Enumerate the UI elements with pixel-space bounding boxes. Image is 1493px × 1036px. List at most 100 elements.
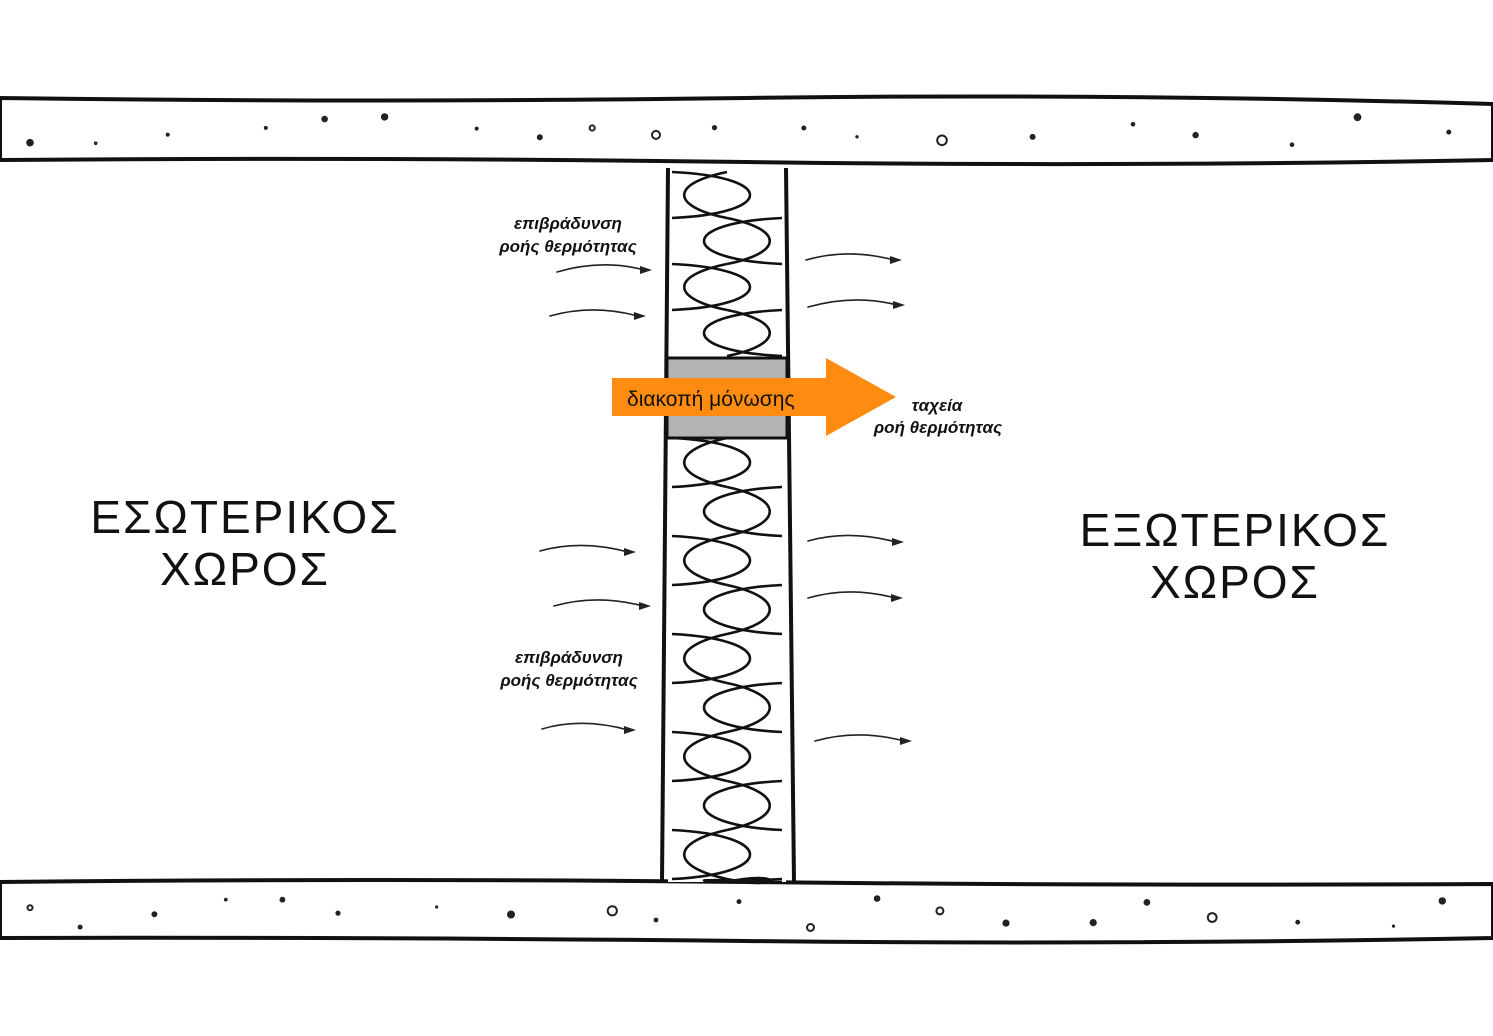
slow-flow-bottom-line1: επιβράδυνση — [515, 648, 623, 667]
heat-flow-arrow-icon — [539, 544, 629, 553]
aggregate-speck — [1029, 133, 1036, 140]
fast-flow-line1: ταχεία — [912, 396, 964, 415]
aggregate-speck — [474, 126, 479, 131]
heat-flow-arrow-icon — [814, 734, 905, 742]
aggregate-speck — [536, 134, 543, 141]
heat-flow-arrowhead-icon — [639, 602, 651, 610]
heat-flow-arrowhead-icon — [893, 301, 905, 309]
thermal-bridge-arrow — [612, 358, 896, 436]
insulation-loop — [702, 308, 783, 358]
heat-flow-arrow-icon — [807, 299, 898, 308]
heat-flow-arrowhead-icon — [624, 726, 636, 734]
fast-flow-line2: ροή θερμότητας — [873, 418, 1002, 437]
heat-flow-arrowhead-icon — [891, 594, 903, 602]
heat-flow-arrow-icon — [553, 599, 644, 607]
heat-flow-arrow-icon — [807, 534, 897, 543]
aggregate-speck — [151, 911, 158, 918]
insulation-loop — [702, 485, 783, 538]
aggregate-speck — [435, 905, 439, 909]
aggregate-speck — [711, 125, 718, 131]
aggregate-speck — [507, 910, 515, 919]
aggregate-speck — [606, 905, 618, 917]
aggregate-speck — [279, 896, 286, 903]
aggregate-speck — [335, 910, 341, 916]
insulation-loop — [671, 170, 752, 220]
aggregate-speck — [873, 895, 881, 902]
aggregate-speck — [1192, 131, 1199, 139]
insulation-loop — [682, 170, 728, 220]
insulation-loop — [671, 534, 752, 587]
insulation-loop — [682, 730, 728, 783]
aggregate-speck — [935, 906, 945, 916]
heat-flow-arrow-icon — [807, 591, 896, 599]
insulation-loop — [671, 632, 752, 685]
heat-flow-arrow-icon — [805, 253, 895, 261]
insulation-loop — [703, 877, 783, 884]
aggregate-speck — [1391, 924, 1396, 928]
aggregate-speck — [1289, 142, 1295, 147]
aggregate-speck — [93, 141, 98, 145]
aggregate-speck — [1446, 129, 1452, 135]
interior-label-line2: ΧΩΡΟΣ — [160, 543, 330, 595]
slow-flow-top-line2: ροής θερμότητας — [498, 237, 636, 256]
aggregate-speck — [26, 904, 34, 912]
aggregate-speck — [736, 899, 742, 905]
insulation-loop — [702, 583, 783, 636]
aggregate-speck — [26, 138, 34, 147]
insulation-batt-lower-icon — [671, 436, 783, 885]
aggregate-speck — [165, 132, 170, 137]
exterior-label-line2: ΧΩΡΟΣ — [1150, 556, 1320, 608]
insulation-loop — [726, 216, 772, 266]
insulation-loop — [702, 681, 783, 734]
aggregate-speck — [651, 129, 661, 140]
heat-flow-arrowhead-icon — [890, 256, 902, 264]
aggregate-speck — [321, 115, 328, 123]
heat-flow-arrow-icon — [541, 722, 629, 731]
aggregate-speck — [1002, 919, 1010, 927]
insulation-loop — [726, 308, 772, 358]
aggregate-speck — [653, 917, 659, 923]
heat-flow-arrowhead-icon — [900, 737, 912, 745]
insulation-loop — [726, 876, 772, 885]
insulation-loop — [671, 262, 752, 312]
insulation-loop — [682, 436, 728, 489]
aggregate-speck — [1089, 919, 1097, 927]
aggregate-speck — [801, 125, 807, 131]
heat-flow-arrows — [539, 253, 912, 745]
heat-flow-arrowhead-icon — [634, 312, 646, 320]
interior-label-line1: ΕΣΩΤΕΡΙΚΟΣ — [90, 491, 399, 543]
aggregate-speck — [1206, 912, 1218, 923]
top-slab-aggregate — [26, 113, 1452, 147]
aggregate-speck — [806, 923, 815, 932]
insulation-loop — [726, 681, 772, 734]
bottom-slab — [0, 878, 1493, 945]
insulation-loop — [671, 828, 752, 881]
aggregate-speck — [1295, 919, 1301, 925]
insulation-loop — [682, 632, 728, 685]
insulation-loop — [702, 779, 783, 832]
insulation-loop — [671, 730, 752, 783]
aggregate-speck — [936, 134, 948, 147]
aggregate-speck — [263, 125, 268, 130]
aggregate-speck — [77, 924, 83, 930]
bottom-slab-aggregate — [26, 895, 1447, 932]
slow-flow-top-line1: επιβράδυνση — [514, 214, 622, 233]
insulation-batt-upper-icon — [671, 170, 783, 358]
aggregate-speck — [1143, 899, 1151, 906]
heat-flow-arrowhead-icon — [892, 538, 904, 546]
aggregate-speck — [223, 897, 228, 902]
insulation-loop — [682, 828, 728, 881]
insulation-loop — [671, 436, 752, 489]
top-slab — [0, 94, 1493, 167]
insulation-loop — [726, 485, 772, 538]
insulated-wall — [660, 167, 796, 885]
aggregate-speck — [1130, 121, 1136, 127]
insulation-loop — [682, 262, 728, 312]
aggregate-speck — [1438, 897, 1447, 905]
aggregate-speck — [588, 124, 596, 132]
insulation-loop — [726, 779, 772, 832]
heat-flow-arrow-icon — [556, 264, 645, 273]
exterior-label-line1: ΕΞΩΤΕΡΙΚΟΣ — [1080, 504, 1391, 556]
heat-flow-arrow-icon — [549, 309, 639, 317]
